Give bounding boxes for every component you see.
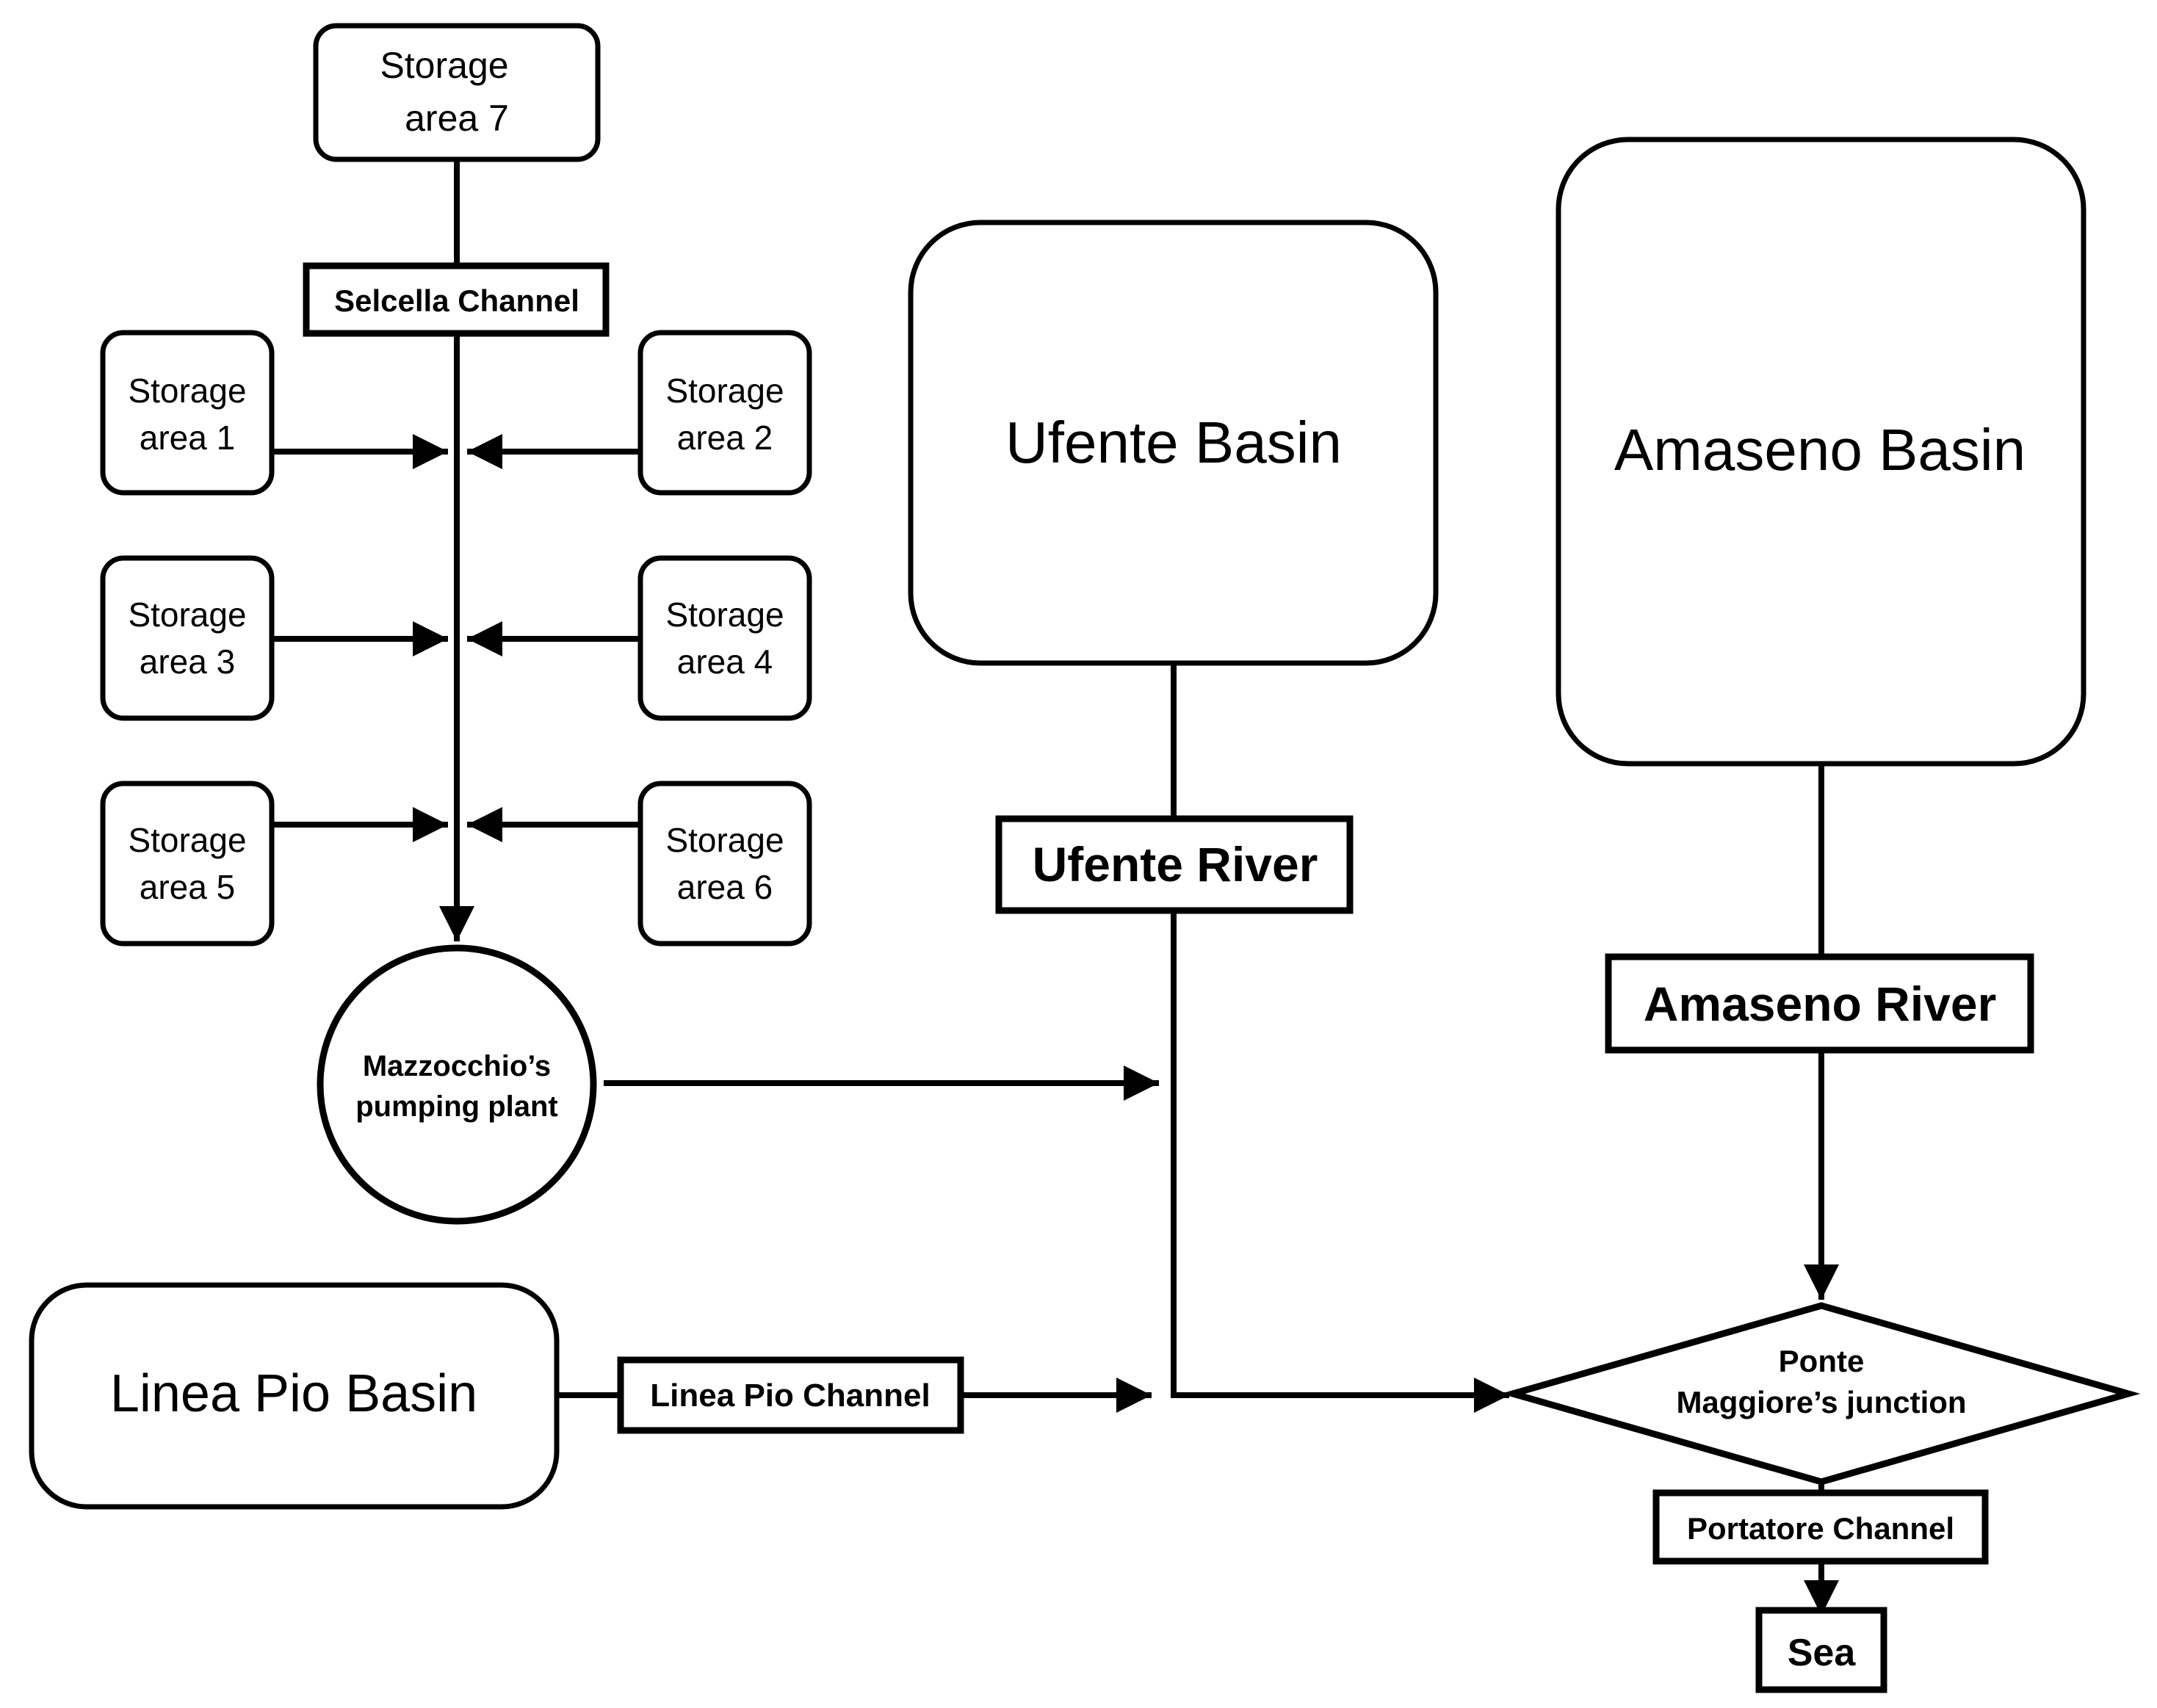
linea-pio-channel-label: Linea Pio Channel <box>650 1378 930 1414</box>
storage-area-6-line2: area 6 <box>677 868 773 906</box>
junction-line1: Ponte <box>1779 1344 1865 1378</box>
selcella-channel: Selcella Channel <box>303 262 610 337</box>
arrow-ufente-to-junction <box>1171 911 1509 1413</box>
storage-area-7: Storage area 7 <box>313 23 601 162</box>
storage-area-2-line1: Storage <box>665 372 784 410</box>
portatore-channel: Portatore Channel <box>1652 1489 1989 1565</box>
storage-area-3: Storage area 3 <box>100 555 275 721</box>
storage-area-1: Storage area 1 <box>100 330 275 496</box>
storage-area-7-line1: Storage <box>380 45 508 86</box>
ufente-basin-label: Ufente Basin <box>1005 410 1342 475</box>
storage-area-5-line1: Storage <box>128 821 246 859</box>
storage-area-3-line1: Storage <box>128 596 246 634</box>
selcella-channel-label: Selcella Channel <box>334 283 579 318</box>
storage-area-6: Storage area 6 <box>637 781 812 947</box>
linea-pio-basin-label: Linea Pio Basin <box>110 1364 477 1423</box>
junction-line2: Maggiore’s junction <box>1676 1385 1966 1419</box>
storage-area-4: Storage area 4 <box>637 555 812 721</box>
storage-area-1-line1: Storage <box>128 372 246 410</box>
ufente-river-label: Ufente River <box>1033 837 1318 891</box>
storage-area-4-line1: Storage <box>665 596 784 634</box>
pumping-plant-line1: Mazzocchio’s <box>363 1050 551 1082</box>
amaseno-basin-label: Amaseno Basin <box>1614 417 2026 482</box>
portatore-channel-label: Portatore Channel <box>1687 1511 1954 1546</box>
storage-area-6-line1: Storage <box>665 821 784 859</box>
sea-label: Sea <box>1788 1632 1857 1674</box>
ponte-maggiore-junction: Ponte Maggiore’s junction <box>1500 1302 2141 1486</box>
pumping-plant: Mazzocchio’s pumping plant <box>317 944 597 1225</box>
storage-area-2: Storage area 2 <box>637 330 812 496</box>
sea: Sea <box>1755 1607 1887 1693</box>
storage-area-4-line2: area 4 <box>677 643 773 681</box>
ufente-river: Ufente River <box>995 815 1354 914</box>
linea-pio-channel: Linea Pio Channel <box>617 1356 964 1434</box>
storage-area-3-line2: area 3 <box>140 643 235 681</box>
storage-area-2-line2: area 2 <box>677 419 773 457</box>
linea-pio-basin: Linea Pio Basin <box>29 1282 560 1510</box>
ufente-basin: Ufente Basin <box>908 220 1439 666</box>
pumping-plant-line2: pumping plant <box>355 1090 558 1123</box>
amaseno-basin: Amaseno Basin <box>1556 137 2086 767</box>
amaseno-river: Amaseno River <box>1605 953 2034 1054</box>
storage-area-5-line2: area 5 <box>140 868 235 906</box>
amaseno-river-label: Amaseno River <box>1644 977 1997 1031</box>
storage-area-1-line2: area 1 <box>140 419 235 457</box>
storage-area-7-line2: area 7 <box>405 98 509 139</box>
storage-area-5: Storage area 5 <box>100 781 275 947</box>
